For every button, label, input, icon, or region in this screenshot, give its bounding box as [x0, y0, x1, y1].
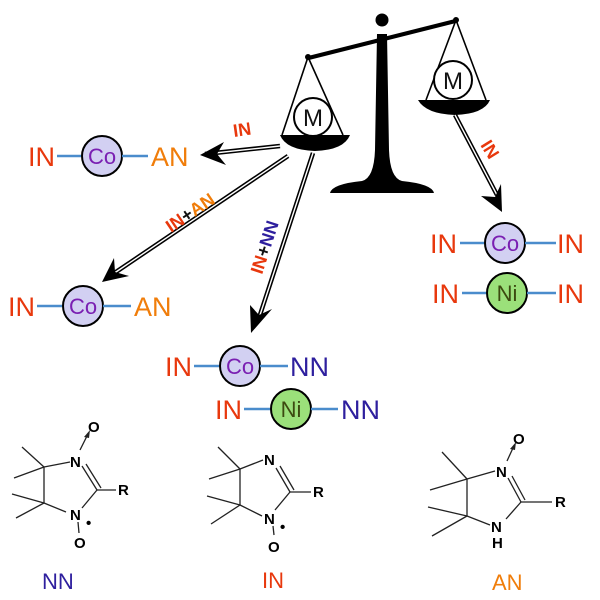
atom-h: H	[492, 535, 503, 552]
ligand-left: IN	[430, 229, 457, 259]
ligand-right: NN	[290, 352, 329, 382]
structure-label-nn: NN	[42, 569, 74, 594]
ligand-left: IN	[8, 292, 35, 322]
metal-center: Ni	[497, 281, 518, 306]
atom-n: N	[496, 464, 507, 481]
arrowhead-icon	[481, 184, 502, 212]
atom-n: N	[70, 454, 81, 471]
ligand-left: IN	[28, 142, 55, 172]
atom-o: O	[74, 535, 86, 552]
complex-co-in-nn: IN Co NN	[165, 345, 329, 387]
metal-center: Co	[69, 294, 97, 319]
ligand-right: IN	[557, 229, 584, 259]
arrow-label-part: IN	[247, 253, 272, 276]
arrow-label-part: NN	[256, 218, 283, 249]
arrow-to-in-nn: IN+NN	[247, 152, 316, 333]
arrowhead-icon	[102, 258, 129, 282]
metal-center: Co	[88, 144, 116, 169]
arrow-label-in-plus-an: IN+AN	[162, 189, 218, 236]
ligand-left: IN	[432, 279, 459, 309]
left-pan-metal-label: M	[303, 105, 323, 132]
structure-in-atoms: N N • O R	[264, 452, 324, 556]
radical-dot: •	[86, 515, 91, 532]
atom-r: R	[313, 484, 324, 501]
ligand-left: IN	[165, 352, 192, 382]
structure-label-an: AN	[492, 570, 523, 595]
structure-nn-atoms: N O N • O R	[70, 419, 129, 552]
atom-r: R	[555, 494, 566, 511]
left-pan: M	[280, 56, 350, 151]
balance-pillar	[330, 34, 434, 193]
arrow-label-part: IN	[477, 137, 503, 163]
right-pan-metal-label: M	[443, 68, 463, 95]
complex-co-in-an-top: IN Co AN	[28, 135, 189, 177]
arrow-label-in: IN	[232, 119, 253, 141]
structure-an-atoms: N O N H R	[491, 431, 566, 552]
arrow-to-in-in: IN	[453, 113, 503, 212]
ligand-right: AN	[151, 142, 189, 172]
arrow-to-co-in-an-top: IN	[200, 119, 281, 165]
structure-nn	[11, 430, 116, 534]
complex-ni-in-nn: IN Ni NN	[215, 388, 380, 430]
ligand-right: IN	[557, 279, 584, 309]
metal-center: Co	[226, 354, 254, 379]
metal-center: Co	[491, 231, 519, 256]
ligand-right: AN	[134, 292, 172, 322]
arrow-label-part: IN	[232, 119, 253, 141]
atom-o: O	[268, 539, 280, 556]
atom-o: O	[88, 419, 100, 436]
arrow-label-in: IN	[477, 137, 503, 163]
atom-n: N	[264, 452, 275, 469]
ligand-left: IN	[215, 395, 242, 425]
arrowhead-icon	[200, 142, 226, 165]
atom-n: N	[264, 511, 275, 528]
right-pan: M	[418, 19, 490, 115]
balance-scale: M M	[280, 13, 490, 193]
metal-center: Ni	[281, 397, 302, 422]
atom-n: N	[491, 519, 502, 536]
complex-co-in-an-lower: IN Co AN	[8, 285, 172, 327]
atom-r: R	[118, 482, 129, 499]
complex-co-in-in: IN Co IN	[430, 222, 584, 264]
radical-dot: •	[280, 519, 285, 536]
arrowhead-icon	[250, 305, 272, 333]
structure-in	[206, 446, 311, 536]
structure-label-in: IN	[262, 568, 284, 593]
balance-knob	[375, 13, 389, 27]
complex-ni-in-in: IN Ni IN	[432, 272, 584, 314]
structure-an	[427, 442, 552, 537]
ligand-right: NN	[341, 395, 380, 425]
atom-n: N	[70, 507, 81, 524]
atom-o: O	[513, 431, 525, 448]
